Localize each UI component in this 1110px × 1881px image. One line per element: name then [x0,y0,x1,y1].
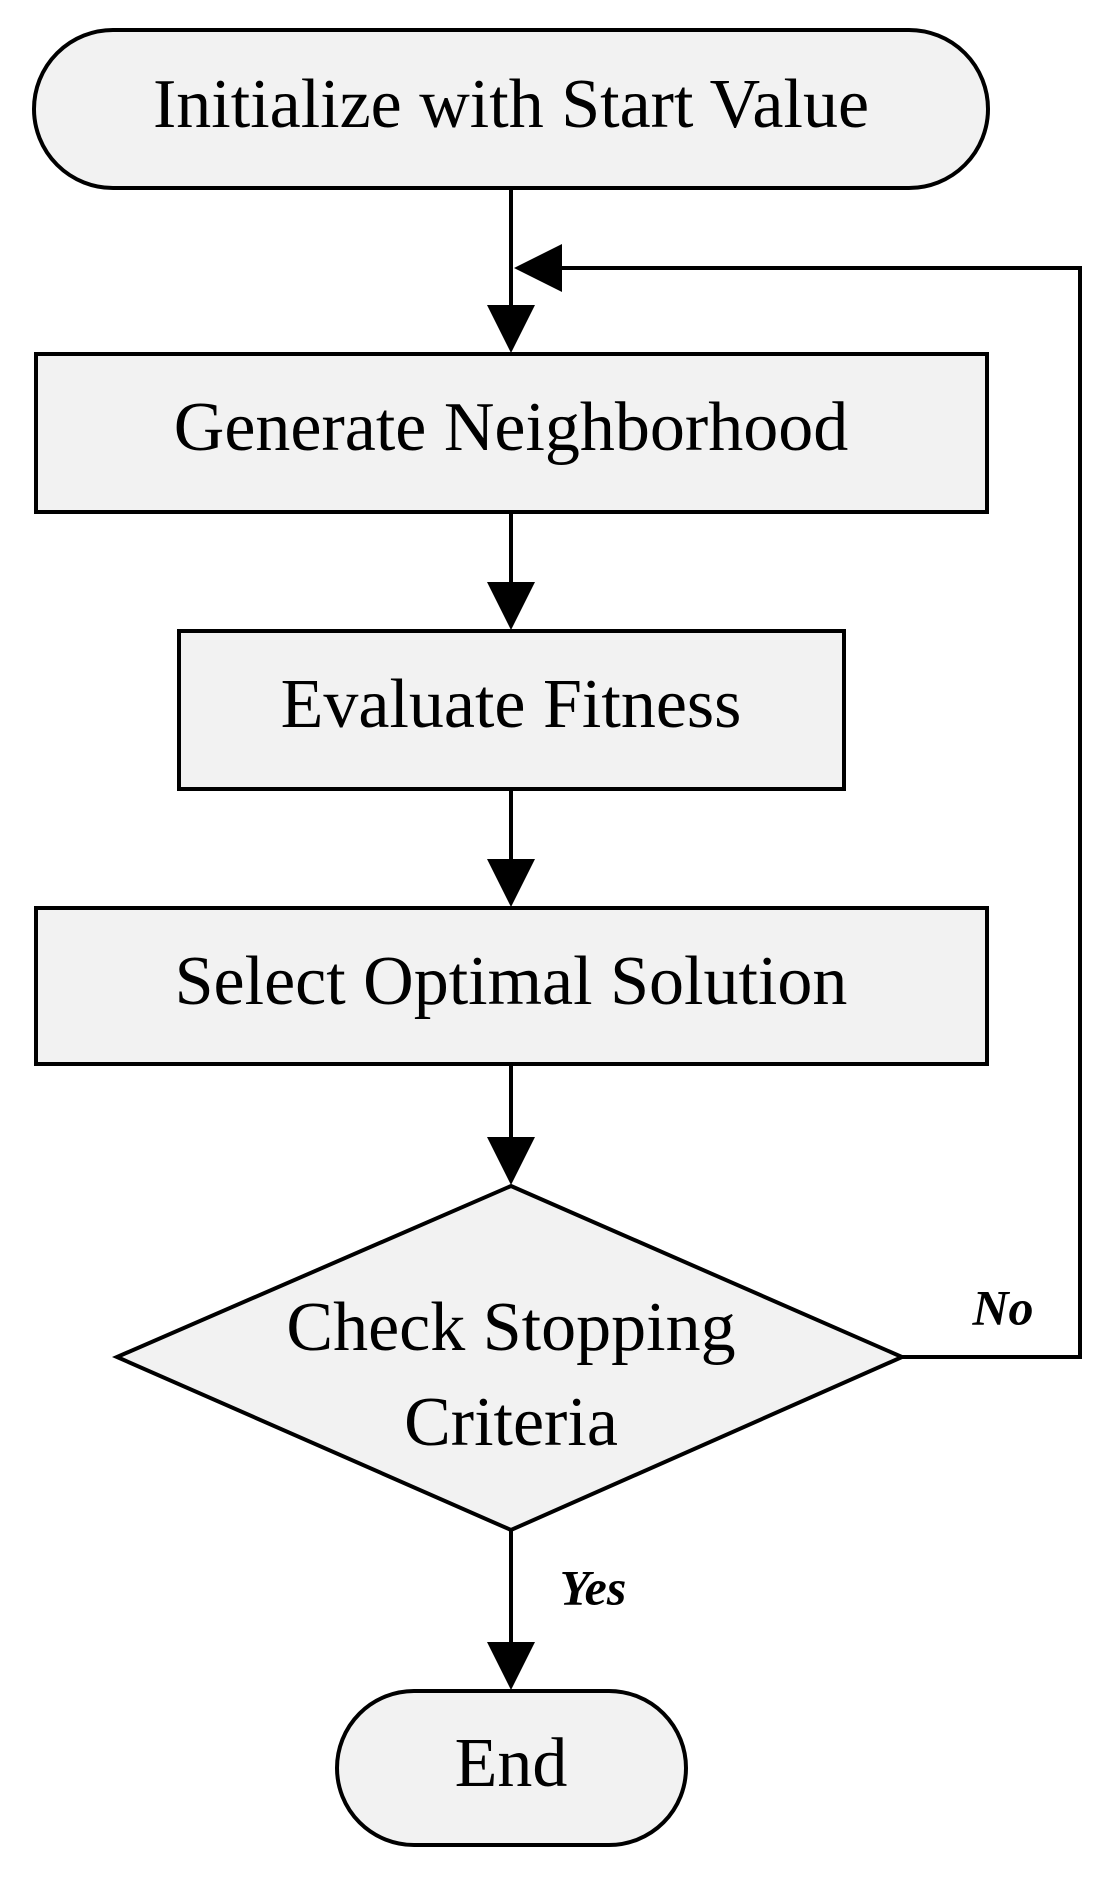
end-node: End [335,1689,688,1847]
check-node: Check Stopping Criteria [112,1183,907,1533]
end-terminator-shape [335,1689,688,1847]
check-label-line2: Criteria [404,1384,618,1461]
evaluate-label: Evaluate Fitness [281,666,742,743]
start-node: Initialize with Start Value [32,28,990,190]
end-label: End [455,1725,568,1802]
evaluate-node: Evaluate Fitness [177,629,846,791]
start-terminator-shape [32,28,990,190]
start-label: Initialize with Start Value [153,66,869,143]
generate-process-box [34,352,989,514]
edge-check-no-loop [550,266,1082,1359]
arrowhead-generate-from-above-icon [487,305,535,353]
arrowhead-loop-back-icon [514,244,562,292]
arrowhead-select-icon [487,859,535,907]
check-label-line1: Check Stopping [286,1289,735,1366]
select-process-box [34,906,989,1066]
edge-label-yes: Yes [560,1559,627,1615]
check-decision-diamond [112,1183,907,1533]
arrowhead-end-icon [487,1642,535,1690]
arrowhead-evaluate-icon [487,582,535,630]
edge-label-no: No [971,1279,1033,1335]
arrowhead-check-icon [487,1137,535,1185]
generate-node: Generate Neighborhood [34,352,989,514]
generate-label: Generate Neighborhood [174,389,848,466]
evaluate-process-box [177,629,846,791]
select-label: Select Optimal Solution [175,943,848,1020]
select-node: Select Optimal Solution [34,906,989,1066]
connectors [487,188,1082,1690]
